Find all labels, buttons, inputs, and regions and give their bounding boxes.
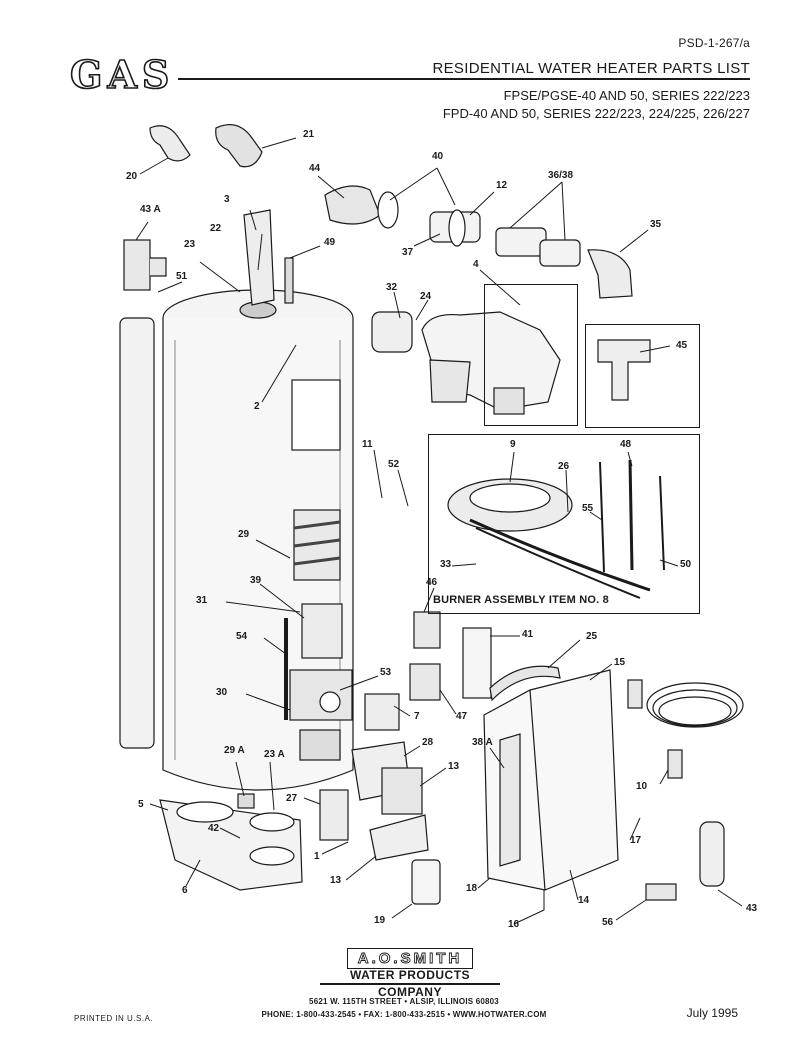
callout-45: 45 <box>676 340 688 351</box>
callout-54: 54 <box>236 631 248 642</box>
callout-29: 29 <box>238 529 250 540</box>
wire-harness-illustration <box>627 679 744 779</box>
callout-12: 12 <box>496 180 508 191</box>
callout-52: 52 <box>388 459 400 470</box>
company-address: 5621 W. 115TH STREET • ALSIP, ILLINOIS 6… <box>309 997 499 1006</box>
callout-7: 7 <box>414 711 420 722</box>
elbow-fittings-illustration <box>149 124 263 168</box>
callout-43: 43 <box>746 903 758 914</box>
callout-27: 27 <box>286 793 298 804</box>
callout-21: 21 <box>303 129 315 140</box>
callout-23a: 23 A <box>264 749 285 760</box>
callout-13-upper: 13 <box>448 761 460 772</box>
callout-1: 1 <box>314 851 320 862</box>
callout-22: 22 <box>210 223 222 234</box>
callout-41: 41 <box>522 629 534 640</box>
callout-37: 37 <box>402 247 414 258</box>
callout-19: 19 <box>374 915 386 926</box>
callout-15: 15 <box>614 657 626 668</box>
callout-32: 32 <box>386 282 398 293</box>
header-rule <box>178 78 750 80</box>
vent-pipe-illustration <box>119 239 167 749</box>
callout-23: 23 <box>184 239 196 250</box>
sensor-canister-illustration <box>645 821 725 901</box>
small-parts-illustration <box>319 611 561 905</box>
callout-17: 17 <box>630 835 642 846</box>
brand-line-water-products: WATER PRODUCTS <box>349 968 471 982</box>
callout-28: 28 <box>422 737 434 748</box>
callout-36-38: 36/38 <box>548 170 574 181</box>
callout-3: 3 <box>224 194 230 205</box>
burner-assembly-inset-frame <box>428 434 700 614</box>
document-code: PSD-1-267/a <box>678 36 750 50</box>
callout-46: 46 <box>426 577 438 588</box>
callout-39: 39 <box>250 575 262 586</box>
gas-valve-inset-frame <box>484 284 578 426</box>
callout-5: 5 <box>138 799 144 810</box>
callout-55: 55 <box>582 503 594 514</box>
callout-38a: 38 A <box>472 737 493 748</box>
callout-42: 42 <box>208 823 220 834</box>
callout-4: 4 <box>473 259 479 270</box>
burner-assembly-caption: BURNER ASSEMBLY ITEM NO. 8 <box>433 594 609 606</box>
manufacturer-brand-block: A.O.SMITH WATER PRODUCTS COMPANY <box>300 948 520 999</box>
brand-divider <box>320 983 500 985</box>
callout-33: 33 <box>440 559 452 570</box>
draft-hood-illustration <box>243 209 294 306</box>
callout-56: 56 <box>602 917 614 928</box>
callout-44: 44 <box>309 163 321 174</box>
callout-leader-lines <box>135 137 743 925</box>
callout-24: 24 <box>420 291 432 302</box>
callout-9: 9 <box>510 439 516 450</box>
callout-47: 47 <box>456 711 468 722</box>
callout-10: 10 <box>636 781 648 792</box>
tee-fitting-illustration <box>597 339 651 401</box>
thermostat-illustration <box>284 603 353 721</box>
callout-53: 53 <box>380 667 392 678</box>
gas-logo: GAS <box>69 52 175 97</box>
callout-6: 6 <box>182 885 188 896</box>
callout-13-lower: 13 <box>330 875 342 886</box>
model-series-line-1: FPSE/PGSE-40 AND 50, SERIES 222/223 <box>503 88 750 103</box>
callout-35: 35 <box>650 219 662 230</box>
callout-11: 11 <box>362 439 373 450</box>
callout-20: 20 <box>126 171 138 182</box>
burner-assembly-illustration <box>447 459 665 599</box>
printed-in-note: PRINTED IN U.S.A. <box>74 1014 154 1023</box>
callout-31: 31 <box>196 595 208 606</box>
callout-26: 26 <box>558 461 570 472</box>
combustion-chamber-base-illustration <box>159 793 303 891</box>
model-series-line-2: FPD-40 AND 50, SERIES 222/223, 224/225, … <box>442 106 750 121</box>
callout-49: 49 <box>324 237 336 248</box>
callout-14: 14 <box>578 895 590 906</box>
callout-30: 30 <box>216 687 228 698</box>
ao-smith-logo: A.O.SMITH <box>346 948 474 969</box>
outer-door-illustration <box>483 669 619 891</box>
callout-50: 50 <box>680 559 692 570</box>
publication-date: July 1995 <box>686 1006 738 1020</box>
company-contact: PHONE: 1-800-433-2545 • FAX: 1-800-433-2… <box>261 1010 547 1019</box>
page-title: RESIDENTIAL WATER HEATER PARTS LIST <box>432 60 750 77</box>
vent-connector-illustration <box>324 185 633 299</box>
callout-2: 2 <box>254 401 260 412</box>
callout-51: 51 <box>176 271 188 282</box>
callout-29a: 29 A <box>224 745 245 756</box>
callout-48: 48 <box>620 439 632 450</box>
callout-18: 18 <box>466 883 478 894</box>
callout-43a: 43 A <box>140 204 161 215</box>
callout-25: 25 <box>586 631 598 642</box>
gas-valve-illustration <box>371 311 561 415</box>
brand-line-company: COMPANY <box>378 984 442 999</box>
callout-40: 40 <box>432 151 444 162</box>
tee-fitting-inset-frame <box>585 324 700 428</box>
callout-16: 16 <box>508 919 520 930</box>
